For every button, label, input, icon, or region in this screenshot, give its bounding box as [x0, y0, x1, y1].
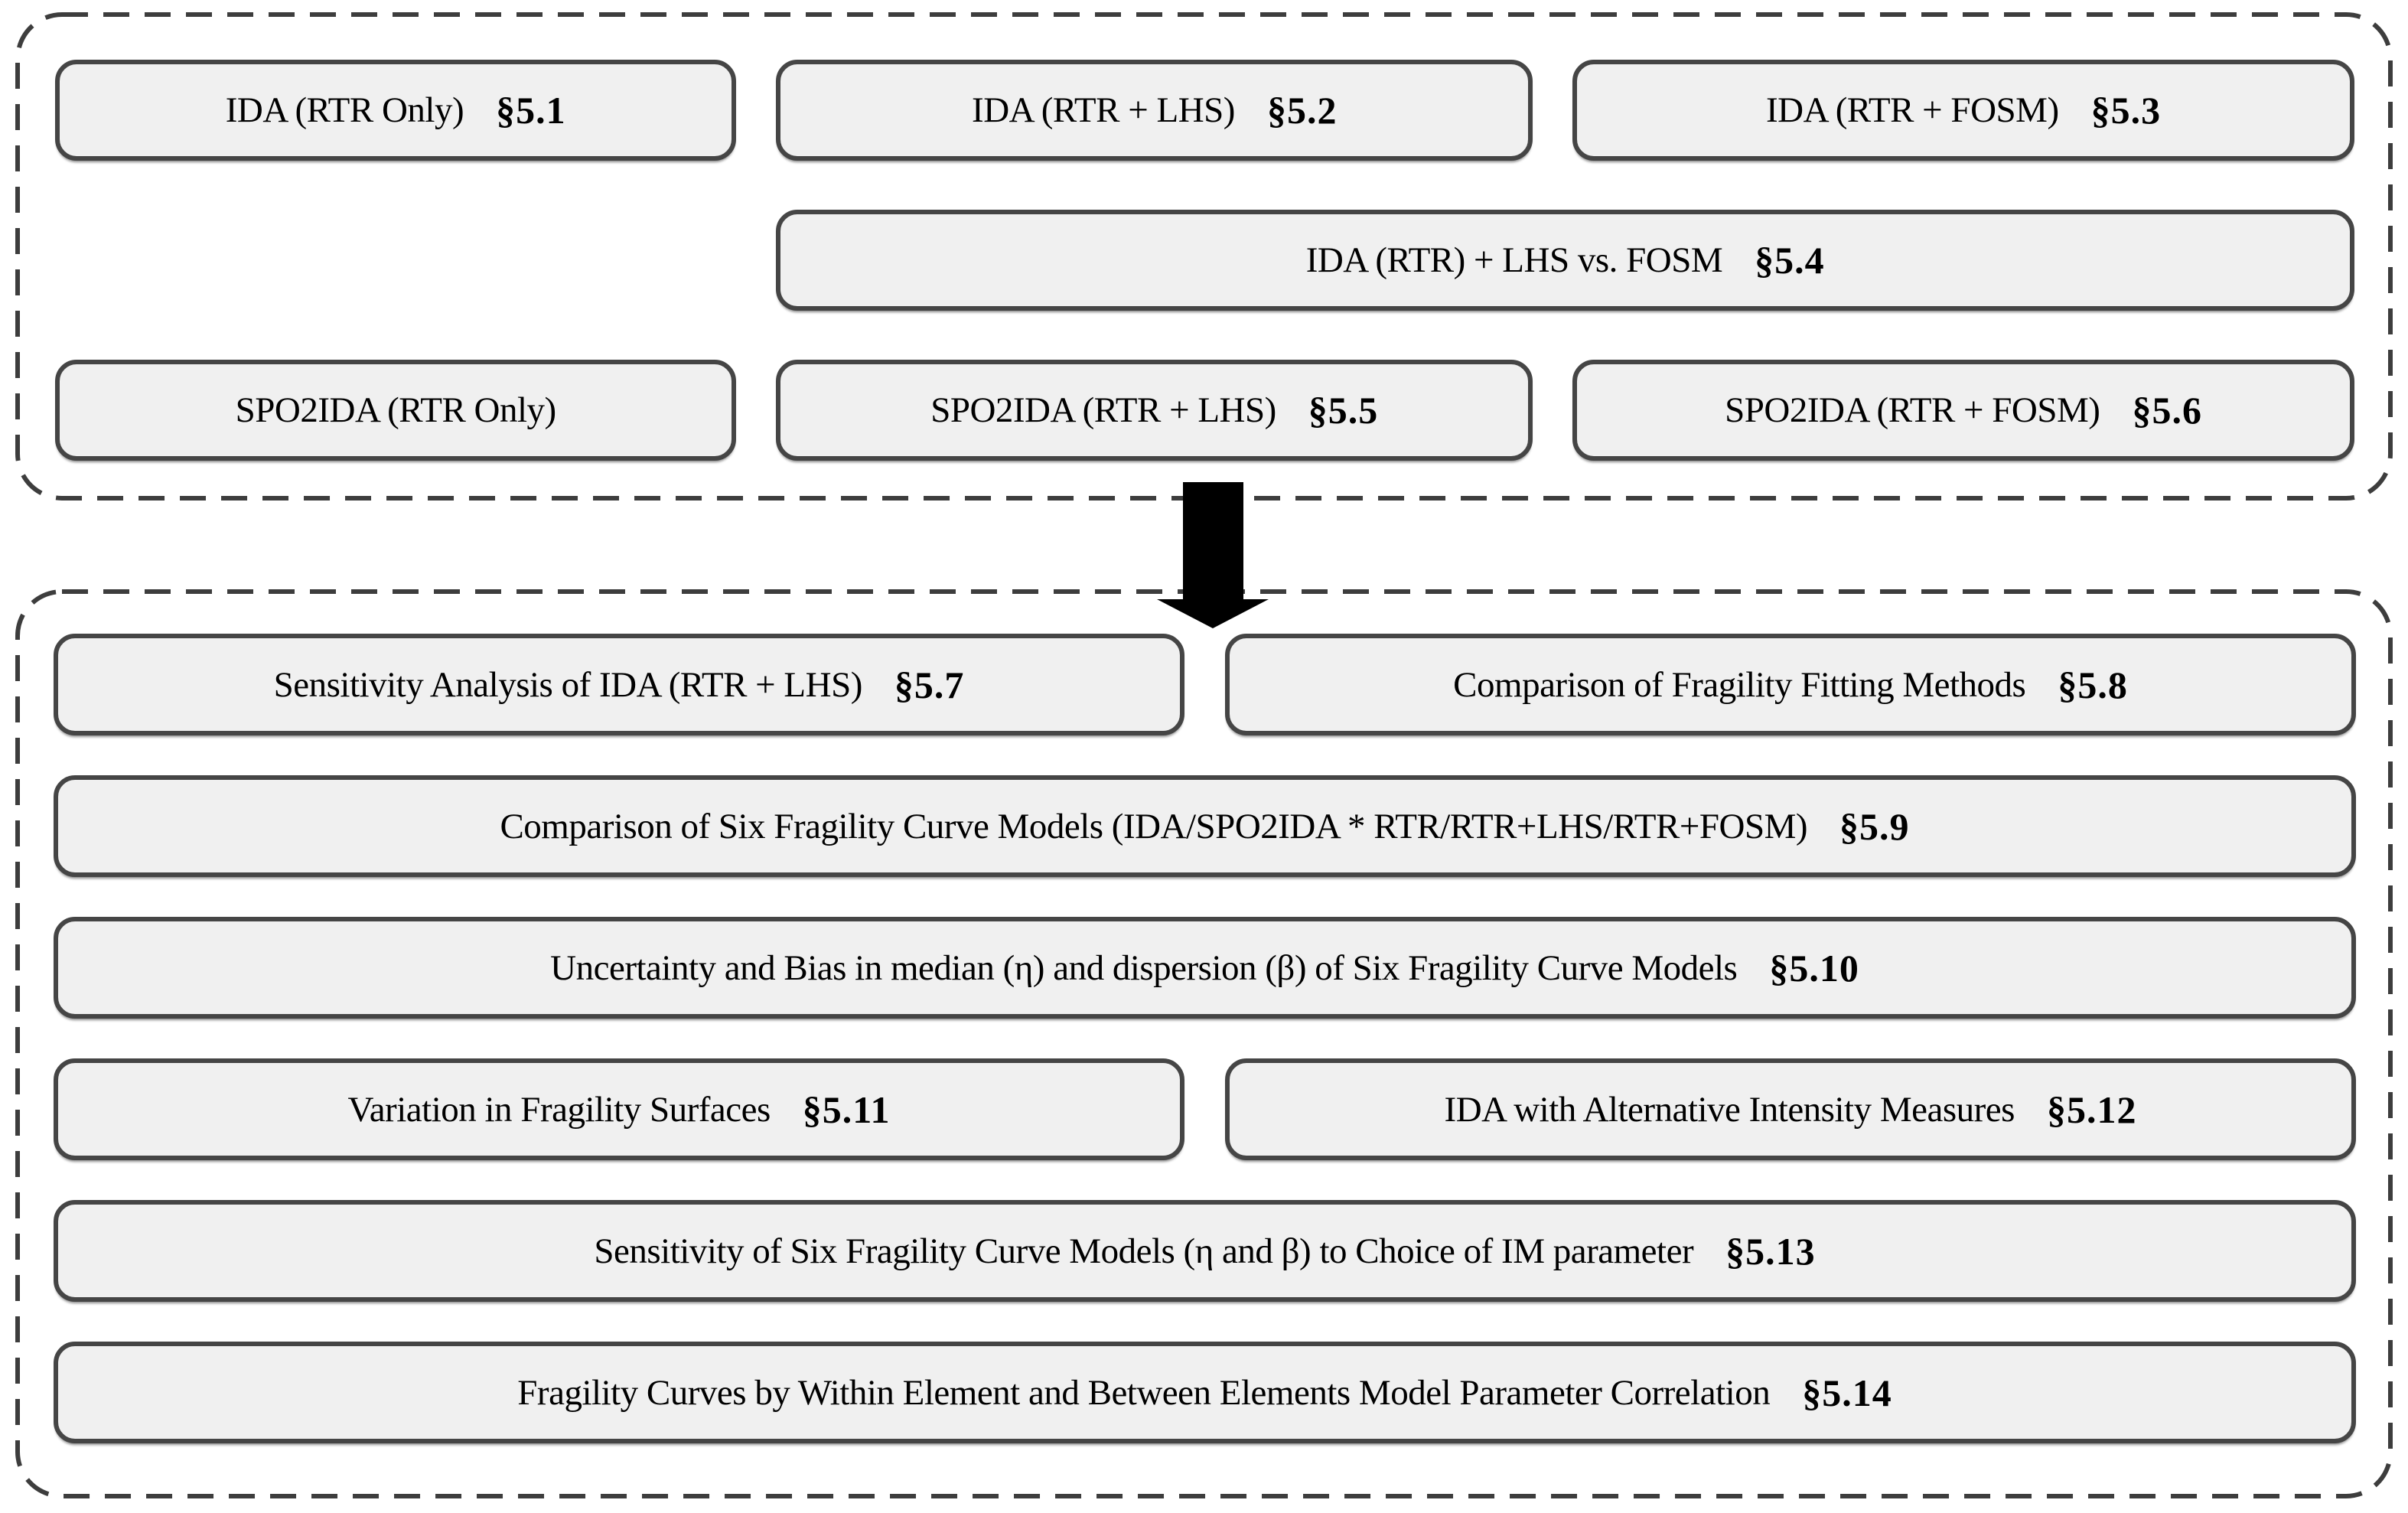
results-sections-group: Sensitivity Analysis of IDA (RTR + LHS) … [15, 589, 2393, 1498]
section-ref: §5.1 [496, 89, 566, 132]
section-ref: §5.4 [1755, 239, 1825, 282]
section-ref: §5.6 [2132, 389, 2202, 432]
section-box-5-1: IDA (RTR Only) §5.1 [55, 60, 737, 161]
section-box-5-7: Sensitivity Analysis of IDA (RTR + LHS) … [54, 634, 1184, 735]
section-ref: §5.8 [2058, 663, 2128, 706]
section-ref: §5.7 [894, 663, 965, 706]
section-ref: §5.14 [1802, 1371, 1892, 1414]
section-ref: §5.13 [1725, 1229, 1816, 1273]
section-ref: §5.2 [1266, 89, 1338, 132]
section-ref: §5.3 [2090, 89, 2162, 132]
section-ref: §5.11 [802, 1087, 891, 1131]
section-box-5-2: IDA (RTR + LHS) §5.2 [776, 60, 1533, 161]
box-label: Fragility Curves by Within Element and B… [517, 1372, 1771, 1413]
box-label: IDA (RTR) + LHS vs. FOSM [1305, 240, 1723, 280]
section-ref: §5.10 [1769, 946, 1859, 990]
box-label: SPO2IDA (RTR Only) [235, 390, 557, 430]
section-ref: §5.12 [2046, 1087, 2137, 1131]
section-ref: §5.9 [1839, 804, 1910, 848]
box-label: IDA (RTR + LHS) [972, 90, 1235, 130]
box-label: Comparison of Fragility Fitting Methods [1453, 664, 2026, 705]
section-box-5-11: Variation in Fragility Surfaces §5.11 [54, 1058, 1184, 1160]
box-label: Uncertainty and Bias in median (η) and d… [550, 947, 1738, 988]
down-arrow-icon [1157, 482, 1269, 628]
section-box-5-8: Comparison of Fragility Fitting Methods … [1225, 634, 2356, 735]
box-label: Comparison of Six Fragility Curve Models… [500, 806, 1808, 846]
box-label: Sensitivity Analysis of IDA (RTR + LHS) [273, 664, 863, 705]
analysis-methods-group: IDA (RTR Only) §5.1 IDA (RTR + LHS) §5.2… [15, 12, 2393, 501]
box-label: Sensitivity of Six Fragility Curve Model… [594, 1231, 1694, 1271]
box-label: IDA (RTR Only) [225, 90, 464, 130]
section-box-5-9: Comparison of Six Fragility Curve Models… [54, 775, 2356, 877]
section-ref: §5.5 [1308, 389, 1379, 432]
section-box-5-13: Sensitivity of Six Fragility Curve Model… [54, 1200, 2356, 1302]
box-label: IDA with Alternative Intensity Measures [1444, 1089, 2015, 1130]
section-box-5-4: IDA (RTR) + LHS vs. FOSM §5.4 [776, 210, 2354, 311]
section-box-5-10: Uncertainty and Bias in median (η) and d… [54, 917, 2356, 1019]
box-label: SPO2IDA (RTR + FOSM) [1725, 390, 2100, 430]
section-box-5-12: IDA with Alternative Intensity Measures … [1225, 1058, 2356, 1160]
section-box-5-14: Fragility Curves by Within Element and B… [54, 1342, 2356, 1443]
box-label: IDA (RTR + FOSM) [1766, 90, 2059, 130]
box-label: SPO2IDA (RTR + LHS) [930, 390, 1276, 430]
box-label: Variation in Fragility Surfaces [347, 1089, 771, 1130]
section-box-spo2ida-rtr-only: SPO2IDA (RTR Only) [55, 360, 737, 461]
section-box-5-5: SPO2IDA (RTR + LHS) §5.5 [776, 360, 1533, 461]
section-box-5-6: SPO2IDA (RTR + FOSM) §5.6 [1572, 360, 2354, 461]
section-box-5-3: IDA (RTR + FOSM) §5.3 [1572, 60, 2354, 161]
